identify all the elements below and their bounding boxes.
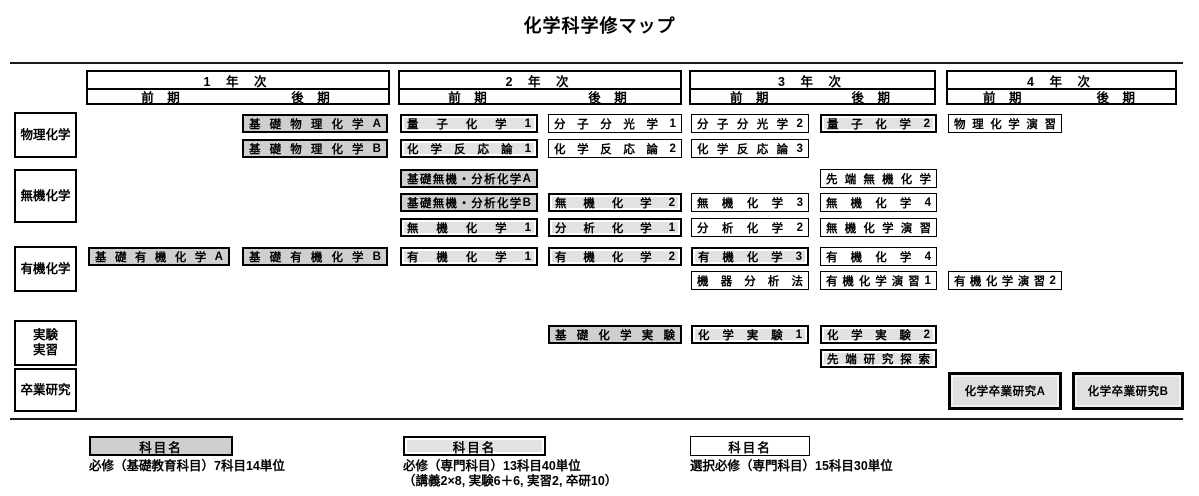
legend-caption-required-basic: 必修（基礎教育科目）7科目14単位 — [89, 459, 285, 473]
top-rule — [10, 62, 1183, 64]
course-box: 機器分析法 — [691, 271, 809, 290]
course-box: 物理化学演習 — [948, 114, 1062, 133]
year-label: 1 年 次 — [88, 72, 388, 90]
row-label-organic-chemistry: 有機化学 — [14, 246, 77, 292]
course-box: 先端研究探索 — [820, 349, 937, 368]
year-header-1: 1 年 次 前 期 後 期 — [86, 70, 390, 105]
term-row: 前 期 後 期 — [948, 90, 1175, 105]
legend-box-required-basic: 科目名 — [89, 436, 233, 456]
term-first: 前 期 — [730, 91, 774, 105]
course-box: 化学卒業研究B — [1072, 372, 1184, 410]
legend-box-required-senmon: 科目名 — [403, 436, 546, 456]
term-row: 前 期 後 期 — [88, 90, 388, 105]
row-label-graduation-research: 卒業研究 — [14, 368, 77, 412]
row-label-physical-chemistry: 物理化学 — [14, 112, 77, 158]
legend-box-elective: 科目名 — [690, 436, 810, 456]
year-label: 3 年 次 — [691, 72, 934, 90]
row-label-lab-practice: 実験 実習 — [14, 320, 77, 366]
term-second: 後 期 — [291, 91, 335, 105]
bottom-rule — [10, 418, 1183, 420]
term-first: 前 期 — [448, 91, 492, 105]
year-label: 4 年 次 — [948, 72, 1175, 90]
term-first: 前 期 — [983, 91, 1027, 105]
course-box: 基礎化学実験 — [548, 325, 682, 344]
course-box: 無機化学演習 — [820, 218, 937, 237]
year-label: 2 年 次 — [400, 72, 680, 90]
term-row: 前 期 後 期 — [691, 90, 934, 105]
term-row: 前 期 後 期 — [400, 90, 680, 105]
course-box: 先端無機化学 — [820, 169, 937, 188]
row-label-inorganic-chemistry: 無機化学 — [14, 169, 77, 223]
legend-caption-required-senmon: 必修（専門科目）13科目40単位 （講義2×8, 実験6＋6, 実習2, 卒研1… — [403, 459, 618, 488]
term-first: 前 期 — [141, 91, 185, 105]
legend-caption-elective: 選択必修（専門科目）15科目30単位 — [690, 459, 893, 473]
year-header-2: 2 年 次 前 期 後 期 — [398, 70, 682, 105]
year-header-3: 3 年 次 前 期 後 期 — [689, 70, 936, 105]
year-header-4: 4 年 次 前 期 後 期 — [946, 70, 1177, 105]
term-second: 後 期 — [588, 91, 632, 105]
page-title: 化学科学修マップ — [523, 16, 676, 36]
term-second: 後 期 — [1096, 91, 1140, 105]
course-box: 化学卒業研究A — [948, 372, 1062, 410]
term-second: 後 期 — [851, 91, 895, 105]
